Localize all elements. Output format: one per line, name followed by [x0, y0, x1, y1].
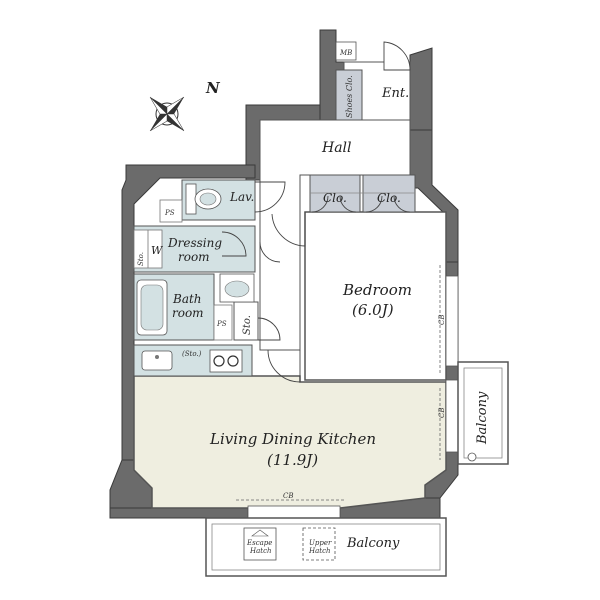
washer-label: W	[151, 244, 164, 257]
balcony-bottom	[205, 517, 447, 577]
kitchen-storage-label: (Sto.)	[182, 350, 202, 358]
pipe-space-2	[213, 304, 233, 341]
toilet-icon	[185, 183, 222, 215]
escape-hatch-label-1: Escape	[246, 539, 272, 547]
bath-label-2: room	[172, 306, 204, 320]
pipe-space-2-label: PS	[216, 320, 227, 328]
kitchen-sink-icon	[141, 350, 173, 371]
bath-label-1: Bath	[172, 292, 202, 306]
cb-ldk-side-label: CB	[438, 408, 446, 419]
cb-bedroom-label: CB	[438, 315, 446, 326]
shoes-closet	[335, 69, 363, 121]
closet-1-label: Clo.	[323, 191, 347, 205]
upper-hatch-label-2: Hatch	[308, 547, 331, 555]
shoes-closet-label: Shoes Clo.	[345, 75, 354, 118]
compass-n-label: N	[205, 79, 221, 97]
north-arrow-icon	[149, 96, 185, 132]
small-storage-label: Sto.	[137, 252, 145, 266]
bedroom-name-label: Bedroom	[342, 281, 412, 299]
bathtub-icon	[136, 279, 168, 336]
balcony-side-label: Balcony	[475, 391, 490, 445]
windows	[247, 275, 459, 519]
bedroom-floor	[304, 211, 447, 381]
hall-label: Hall	[321, 140, 352, 156]
cb-ldk-bottom-label: CB	[283, 492, 294, 500]
stove-icon	[209, 349, 243, 373]
lavatory-label: Lav.	[229, 190, 254, 204]
closet-2-label: Clo.	[377, 191, 401, 205]
meter-box	[335, 41, 357, 61]
bedroom-size-label: (6.0J)	[352, 301, 394, 319]
closet-1-area	[309, 174, 361, 213]
wash-basin-icon	[219, 273, 255, 303]
pipe-space-1	[159, 199, 183, 223]
balcony-bottom-label: Balcony	[346, 536, 400, 551]
meter-box-label: MB	[339, 49, 352, 57]
pipe-space-1-label: PS	[164, 209, 175, 217]
escape-hatch-label-2: Hatch	[249, 547, 272, 555]
dressing-label-2: room	[178, 250, 210, 264]
cb-lines	[236, 265, 441, 501]
storage-label: Sto.	[242, 315, 253, 335]
dressing-label-1: Dressing	[167, 236, 222, 250]
ldk-size-label: (11.9J)	[267, 451, 318, 469]
door-swings	[221, 41, 411, 383]
entrance-label: Ent.	[381, 86, 409, 101]
upper-hatch-label-1: Upper	[309, 539, 332, 547]
balcony-side	[457, 361, 509, 465]
ldk-name-label: Living Dining Kitchen	[209, 430, 376, 448]
storage-area	[233, 301, 259, 341]
closet-2-area	[362, 174, 416, 213]
hall-floor	[259, 119, 411, 351]
